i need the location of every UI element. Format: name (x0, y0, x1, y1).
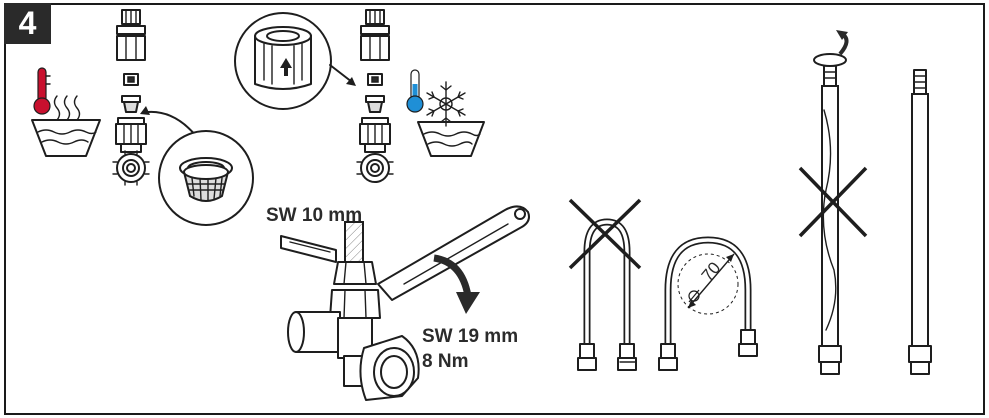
hose-tight-bend-wrong (577, 218, 637, 371)
hot-water-bowl (31, 119, 101, 157)
torque-label: 8 Nm (422, 351, 469, 372)
fitting-middle (356, 9, 394, 183)
steam-icon (53, 95, 81, 121)
wrench-size-large-label: SW 19 mm (422, 326, 519, 347)
hose-twisted-wrong (818, 59, 842, 375)
step-number-badge: 4 (4, 3, 51, 44)
rotation-arrow-icon (433, 254, 480, 314)
wrench-size-small-label: SW 10 mm (266, 205, 363, 226)
fitting-left (112, 9, 150, 186)
hose-correct-bend (658, 236, 758, 371)
cold-water-bowl (417, 121, 485, 157)
filter-zoom-left (140, 106, 254, 226)
hot-thermometer-icon (33, 67, 51, 115)
cross-mark-icon (798, 166, 868, 238)
twist-arrow-icon (813, 30, 849, 67)
cold-thermometer-icon (406, 69, 424, 113)
snowflake-icon (426, 81, 466, 127)
wrench-icon (280, 205, 530, 401)
hose-straight-correct (908, 69, 932, 375)
filter-zoom-right (234, 12, 356, 110)
diameter-icon (688, 289, 700, 303)
cross-mark-icon (568, 198, 642, 270)
